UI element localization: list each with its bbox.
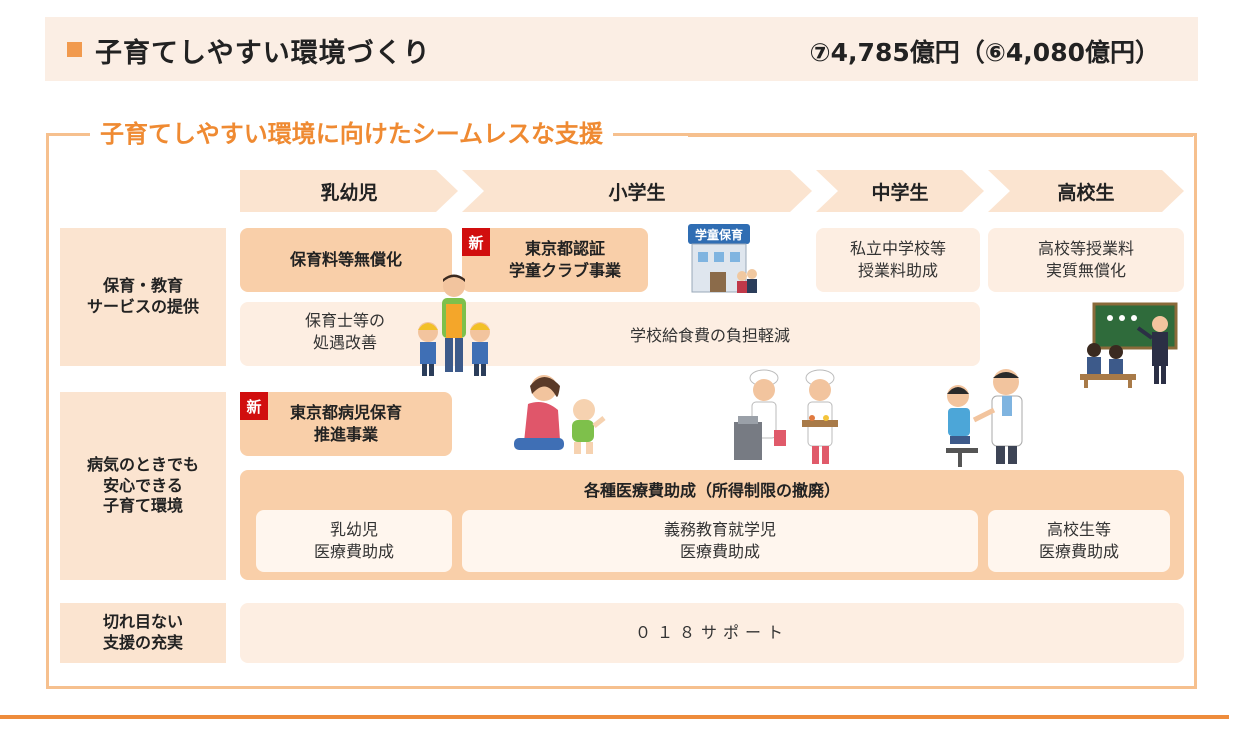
row-label-illness: 病気のときでも 安心できる 子育て環境 xyxy=(60,392,226,580)
box-private-middle-school: 私立中学校等 授業料助成 xyxy=(816,228,980,292)
box-nursery-staff: 保育士等の 処遇改善 xyxy=(304,311,385,352)
section-title-wrap: 子育てしやすい環境に向けたシームレスな支援 xyxy=(90,118,614,150)
stage-label-infant: 乳幼児 xyxy=(320,181,378,204)
box-school-lunch: 学校給食費の負担軽減 xyxy=(629,326,790,345)
stage-arrow-infant: 乳幼児 xyxy=(240,170,458,212)
header-budget: ⑦4,785億円（⑥4,080億円） xyxy=(809,38,1161,67)
box-medical-high-school: 高校生等 医療費助成 xyxy=(988,510,1170,572)
bottom-rule xyxy=(0,715,1229,719)
new-badge-gakudo: 新 xyxy=(462,228,490,256)
row-label-support: 切れ目ない 支援の充実 xyxy=(60,603,226,663)
stage-arrow-elementary: 小学生 xyxy=(462,170,812,212)
gakudo-building-illustration: 学童保育 xyxy=(688,224,757,293)
stage-label-elementary: 小学生 xyxy=(608,181,666,204)
header-title: 子育てしやすい環境づくり xyxy=(95,38,431,69)
stage-label-high: 高校生 xyxy=(1057,181,1115,204)
box-high-school-tuition: 高校等授業料 実質無償化 xyxy=(988,228,1184,292)
nursery-teacher-illustration xyxy=(418,274,490,376)
budget-header: 子育てしやすい環境づくり ⑦4,785億円（⑥4,080億円） xyxy=(45,17,1198,81)
box-medical-compulsory: 義務教育就学児 医療費助成 xyxy=(462,510,978,572)
doctor-child-illustration xyxy=(946,369,1023,467)
new-badge-sick-childcare: 新 xyxy=(240,392,268,420)
school-lunch-staff-illustration xyxy=(734,369,838,464)
stage-label-middle: 中学生 xyxy=(871,181,929,204)
medical-header: 各種医療費助成（所得制限の撤廃） xyxy=(583,481,840,500)
section-title: 子育てしやすい環境に向けたシームレスな支援 xyxy=(100,120,604,148)
box-sick-childcare: 東京都病児保育 推進事業 xyxy=(240,392,452,456)
support-frame xyxy=(46,133,1197,689)
row-label-education: 保育・教育 サービスの提供 xyxy=(60,228,226,366)
box-medical-infant: 乳幼児 医療費助成 xyxy=(256,510,452,572)
box-childcare-free: 保育料等無償化 xyxy=(240,228,452,292)
box-018-support: ０１８サポート xyxy=(240,603,1184,663)
stage-arrow-high: 高校生 xyxy=(988,170,1184,212)
bullet-square-icon xyxy=(67,42,82,57)
stage-arrow-middle: 中学生 xyxy=(816,170,984,212)
mother-baby-illustration xyxy=(514,375,606,454)
box-shared-row xyxy=(240,302,980,366)
box-gakudo-club: 東京都認証 学童クラブ事業 xyxy=(462,228,648,292)
frame-title-rule xyxy=(688,134,1193,137)
classroom-illustration xyxy=(1080,302,1178,388)
gakudo-sign-text: 学童保育 xyxy=(695,227,743,242)
